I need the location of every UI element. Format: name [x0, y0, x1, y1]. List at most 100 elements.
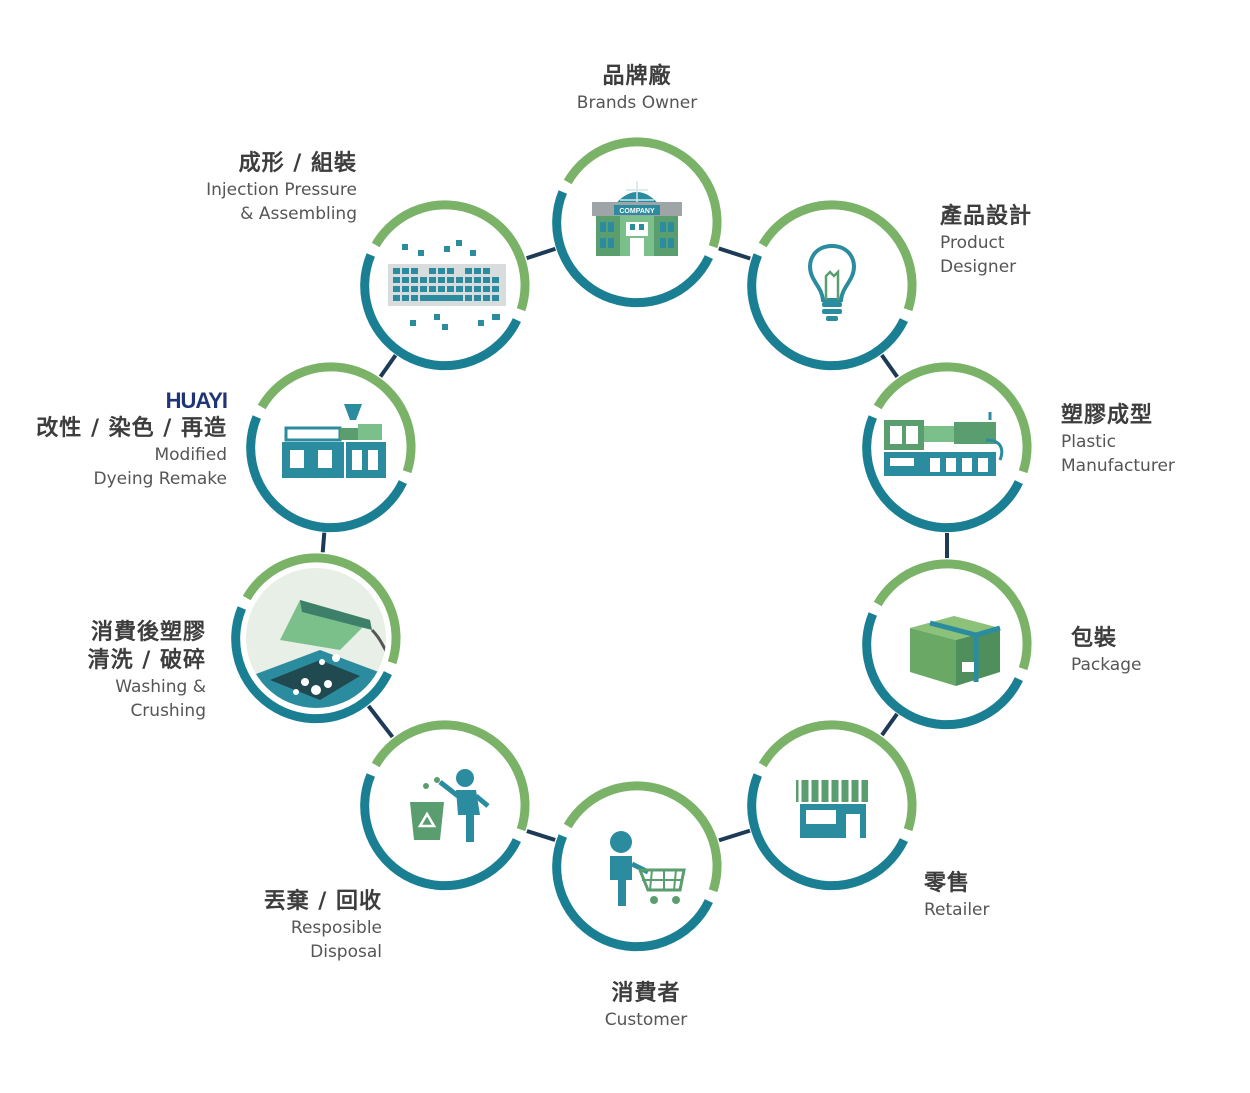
keyboard-key — [465, 277, 472, 283]
stage-title-zh: 改性 / 染色 / 再造 — [36, 416, 227, 441]
stage-ring-teal-arc — [862, 612, 1023, 730]
keyboard-key — [483, 277, 490, 283]
stage-ring-green-arc — [371, 720, 530, 832]
stage-title-zh: 零售 — [924, 871, 971, 896]
keyboard-key — [456, 277, 463, 283]
stage-ring-teal-arc — [552, 190, 713, 308]
stage-ring-background — [359, 719, 531, 891]
keyboard-key — [447, 268, 454, 274]
stage-ring-green-arc — [242, 553, 401, 665]
stage-title-en-line2: Disposal — [310, 942, 382, 962]
stage-title-en-line1: Modified — [154, 445, 227, 465]
stage-label-retailer: 零售 Retailer — [924, 870, 1074, 922]
keyboard-key — [420, 286, 427, 292]
stage-label-customer: 消費者 Customer — [546, 980, 746, 1032]
keyboard-key — [438, 268, 445, 274]
stage-label-washing-crushing: 消費後塑膠 清洗 / 破碎 Washing & Crushing — [20, 619, 206, 723]
stage-label-modified-dyeing: HUAYI 改性 / 染色 / 再造 Modified Dyeing Remak… — [10, 387, 228, 491]
stage-ring-green-arc — [873, 559, 1032, 671]
keyboard-key — [483, 295, 490, 301]
stage-ring-green-arc — [371, 200, 530, 312]
stage-title-zh: 消費者 — [611, 981, 681, 1006]
keyboard-key — [420, 277, 427, 283]
keyboard-key — [474, 286, 481, 292]
stage-label-brands-owner: 品牌廠 Brands Owner — [537, 63, 737, 115]
stage-title-en: Brands Owner — [576, 93, 698, 113]
keyboard-key — [411, 268, 418, 274]
stage-title-en-line1: Product — [940, 233, 1005, 253]
stage-title-en: Customer — [604, 1010, 688, 1030]
stage-ring-teal-arc — [862, 415, 1023, 533]
stage-ring-green-arc — [873, 362, 1032, 474]
stage-label-disposal: 丟棄 / 回收 Resposible Disposal — [180, 888, 382, 964]
keyboard-key — [438, 286, 445, 292]
keyboard-key — [429, 277, 436, 283]
stage-title-zh: 包裝 — [1071, 626, 1118, 651]
stage-rings — [230, 136, 1033, 952]
keyboard-key — [438, 277, 445, 283]
lightbulb-icon — [808, 243, 856, 321]
stage-label-plastic-manufacturer: 塑膠成型 Plastic Manufacturer — [1061, 402, 1246, 478]
shopper-icon — [610, 831, 686, 906]
keyboard-key — [483, 268, 490, 274]
stage-ring-teal-arc — [360, 773, 521, 891]
keyboard-key — [447, 286, 454, 292]
extruder-icon — [282, 404, 386, 478]
keyboard-key — [393, 286, 400, 292]
stage-title-en-line1: Resposible — [290, 918, 382, 938]
stage-title-en-line2: Crushing — [130, 701, 206, 721]
stage-ring-teal-arc — [552, 834, 713, 952]
stage-label-product-designer: 產品設計 Product Designer — [940, 203, 1140, 279]
keyboard-key — [411, 277, 418, 283]
recycle-bin-icon — [410, 769, 490, 842]
stage-label-package: 包裝 Package — [1071, 625, 1221, 677]
injection-machine-icon — [884, 412, 1004, 476]
stage-title-zh: 塑膠成型 — [1061, 403, 1154, 428]
keyboard-key — [429, 286, 436, 292]
keyboard-key — [465, 268, 472, 274]
stage-title-zh-line1: 消費後塑膠 — [90, 620, 206, 645]
keyboard-spacebar — [420, 295, 463, 301]
stage-title-en-line2: & Assembling — [240, 204, 357, 224]
stage-ring-green-arc — [758, 720, 917, 832]
stage-title-zh: 丟棄 / 回收 — [263, 889, 382, 914]
shop-icon — [796, 780, 868, 838]
stage-title-en-line1: Injection Pressure — [206, 180, 357, 200]
stage-title-en: Retailer — [924, 900, 990, 920]
stage-title-zh: 成形 / 組裝 — [238, 151, 357, 176]
keyboard-key — [402, 277, 409, 283]
stage-ring-green-arc — [563, 781, 722, 893]
keyboard-key — [447, 277, 454, 283]
stage-ring-green-arc — [758, 200, 917, 312]
keyboard-key — [474, 295, 481, 301]
box-icon — [910, 616, 1001, 686]
stage-title-en-line1: Plastic — [1061, 432, 1116, 452]
stage-title-en-line2: Dyeing Remake — [93, 469, 228, 489]
keyboard-key — [393, 295, 400, 301]
stage-ring-background — [861, 361, 1033, 533]
keyboard-key — [474, 268, 481, 274]
stage-ring-green-arc — [257, 362, 416, 474]
keyboard-key — [456, 286, 463, 292]
stage-title-en: Package — [1071, 655, 1142, 675]
keyboard-key — [483, 286, 490, 292]
stage-title-en-line2: Designer — [940, 257, 1017, 277]
keyboard-key — [492, 295, 499, 301]
keyboard-key — [402, 295, 409, 301]
brand-logo: HUAYI — [165, 388, 228, 413]
stage-ring-teal-arc — [360, 253, 521, 371]
keyboard-key — [465, 295, 472, 301]
keyboard-key — [492, 277, 499, 283]
stage-ring-teal-arc — [246, 415, 407, 533]
keyboard-key — [465, 286, 472, 292]
stage-ring-teal-arc — [747, 773, 908, 891]
stage-title-zh: 產品設計 — [940, 204, 1033, 229]
stage-title-en-line1: Washing & — [115, 677, 206, 697]
stage-title-zh-line2: 清洗 / 破碎 — [87, 648, 206, 673]
stage-ring-teal-arc — [747, 253, 908, 371]
crusher-icon — [246, 568, 386, 708]
stage-title-zh: 品牌廠 — [602, 64, 672, 89]
keyboard-key — [411, 286, 418, 292]
keyboard-key — [492, 286, 499, 292]
